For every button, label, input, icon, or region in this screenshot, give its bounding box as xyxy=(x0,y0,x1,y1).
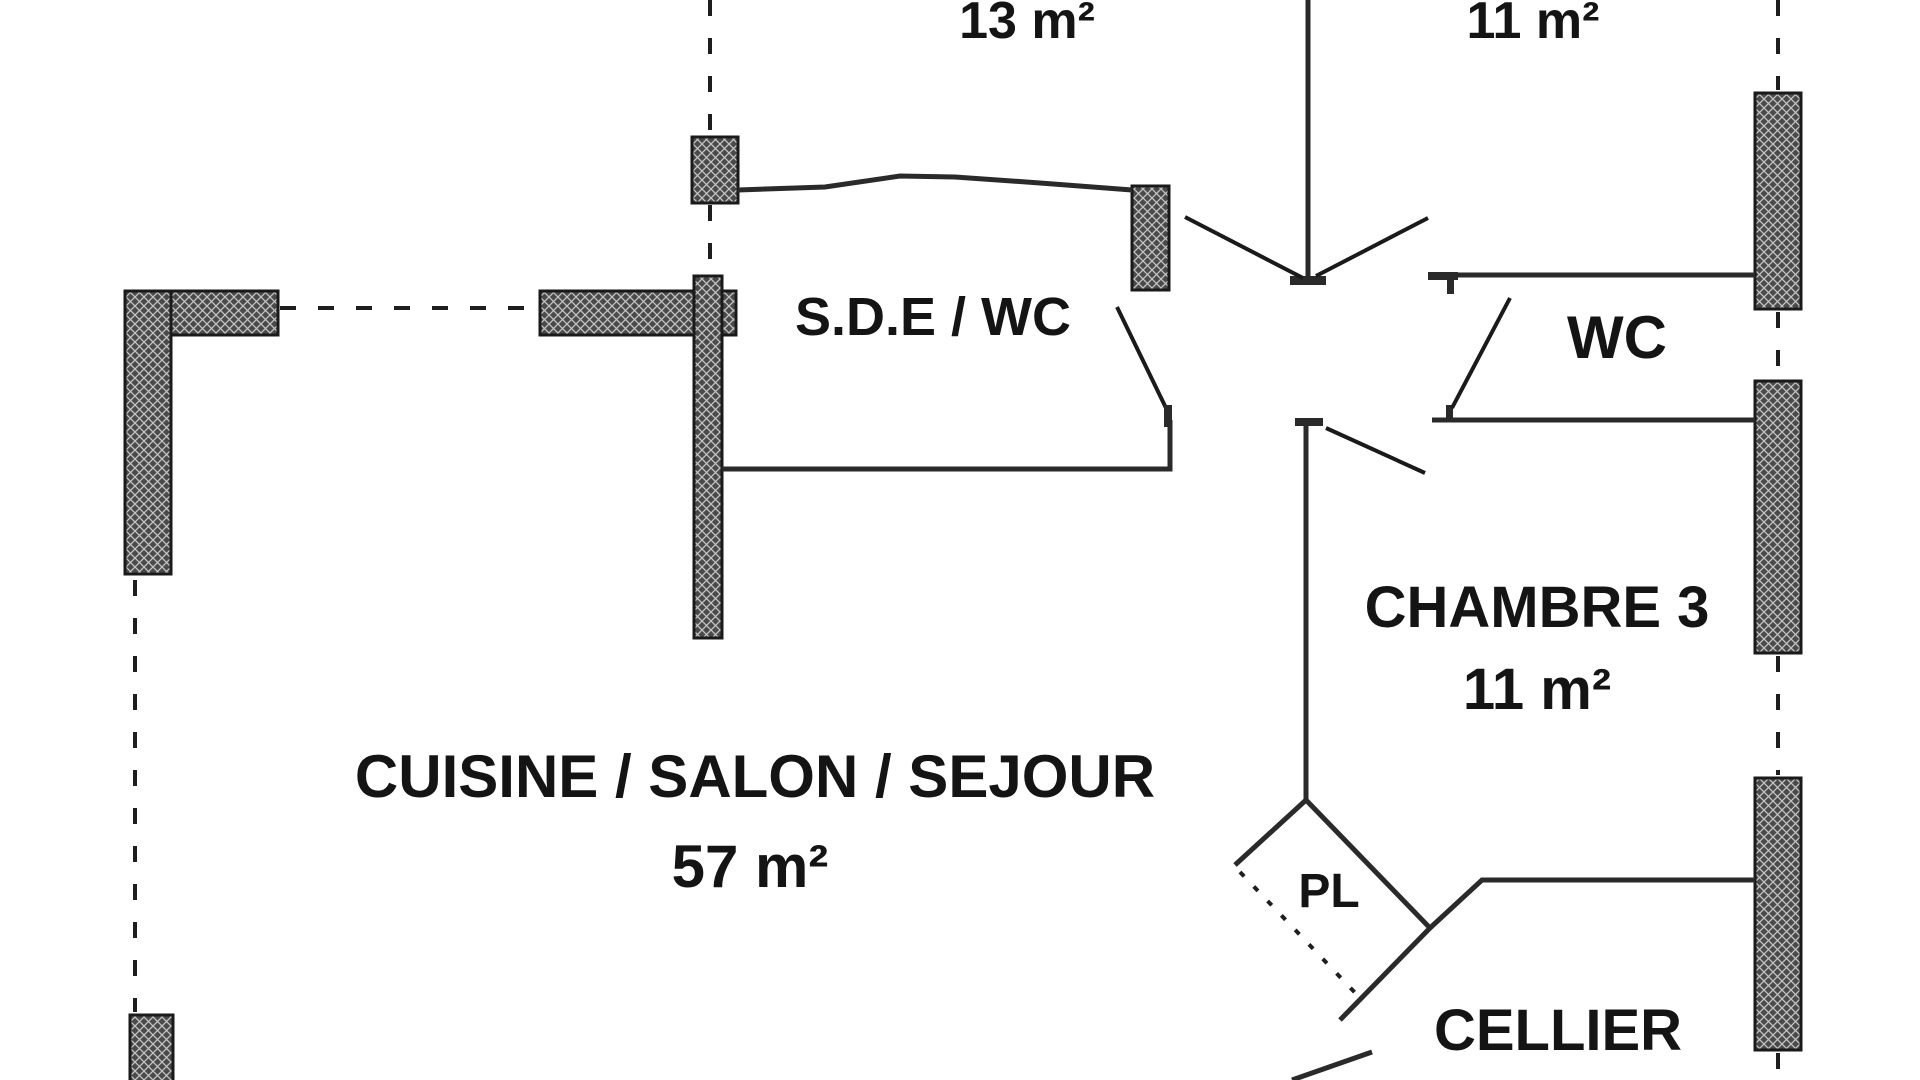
wall-hall-bottom-cap xyxy=(1295,418,1323,426)
wall-cellier-top xyxy=(1428,877,1755,930)
room-labels: 13 m² 11 m² S.D.E / WC WC CHAMBRE 3 11 m… xyxy=(355,0,1709,1063)
doors xyxy=(1115,215,1512,475)
label-chambre-3: CHAMBRE 3 xyxy=(1365,575,1710,640)
wall-top-post xyxy=(690,135,740,205)
door-hall-left xyxy=(1184,215,1304,280)
wall-wc-bottom-stub xyxy=(1446,405,1453,421)
wall-placard xyxy=(1233,796,1434,1022)
label-wc: WC xyxy=(1567,304,1667,371)
label-cellier: CELLIER xyxy=(1434,998,1682,1063)
label-placard: PL xyxy=(1298,865,1359,918)
door-chambre3 xyxy=(1325,426,1426,475)
door-wc xyxy=(1450,297,1512,409)
wall-left-vertical xyxy=(123,289,173,576)
wall-center-vertical xyxy=(692,274,724,640)
door-sde-hinge xyxy=(1164,405,1172,427)
area-chambre-3: 11 m² xyxy=(1463,657,1611,722)
wall-wc-top-stub xyxy=(1447,275,1454,294)
open-boundaries xyxy=(133,0,1780,1080)
label-sde-wc: S.D.E / WC xyxy=(795,287,1071,347)
wall-wc-top-cap xyxy=(1428,272,1458,280)
area-top-left-room: 13 m² xyxy=(959,0,1095,50)
wall-hall-top-cap xyxy=(1290,276,1326,285)
wall-right-1 xyxy=(1753,91,1803,311)
wall-cellier-bottom xyxy=(1291,1049,1373,1080)
wall-sde-top xyxy=(737,173,1133,193)
area-top-right-room: 11 m² xyxy=(1467,0,1600,50)
door-hall-right xyxy=(1315,216,1429,278)
wall-right-3 xyxy=(1753,776,1803,1052)
label-cuisine-salon-sejour: CUISINE / SALON / SEJOUR xyxy=(355,743,1155,810)
door-sde xyxy=(1115,306,1168,409)
wall-bottom-left-stub xyxy=(128,1013,175,1080)
wall-right-2 xyxy=(1753,379,1803,655)
exterior-walls xyxy=(123,91,1803,1080)
wall-sde-bottom xyxy=(722,420,1173,472)
area-cuisine-salon-sejour: 57 m² xyxy=(672,833,829,900)
interior-partitions xyxy=(722,0,1755,1080)
wall-sde-post xyxy=(1130,184,1171,292)
